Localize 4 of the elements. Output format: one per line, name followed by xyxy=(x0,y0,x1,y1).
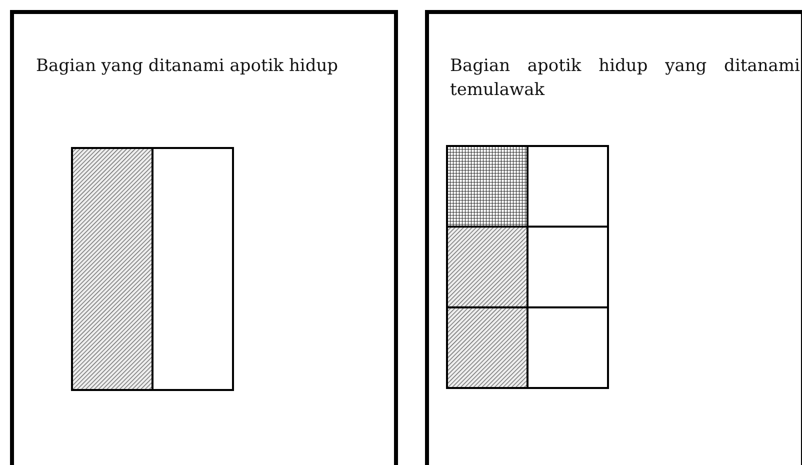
panel-frame xyxy=(10,10,398,465)
panel-caption: Bagian yang ditanami apotik hidup xyxy=(36,55,340,78)
panel-frame xyxy=(425,10,802,465)
panel-caption: Bagian apotik hidup yang ditanami temulawak xyxy=(450,55,800,102)
